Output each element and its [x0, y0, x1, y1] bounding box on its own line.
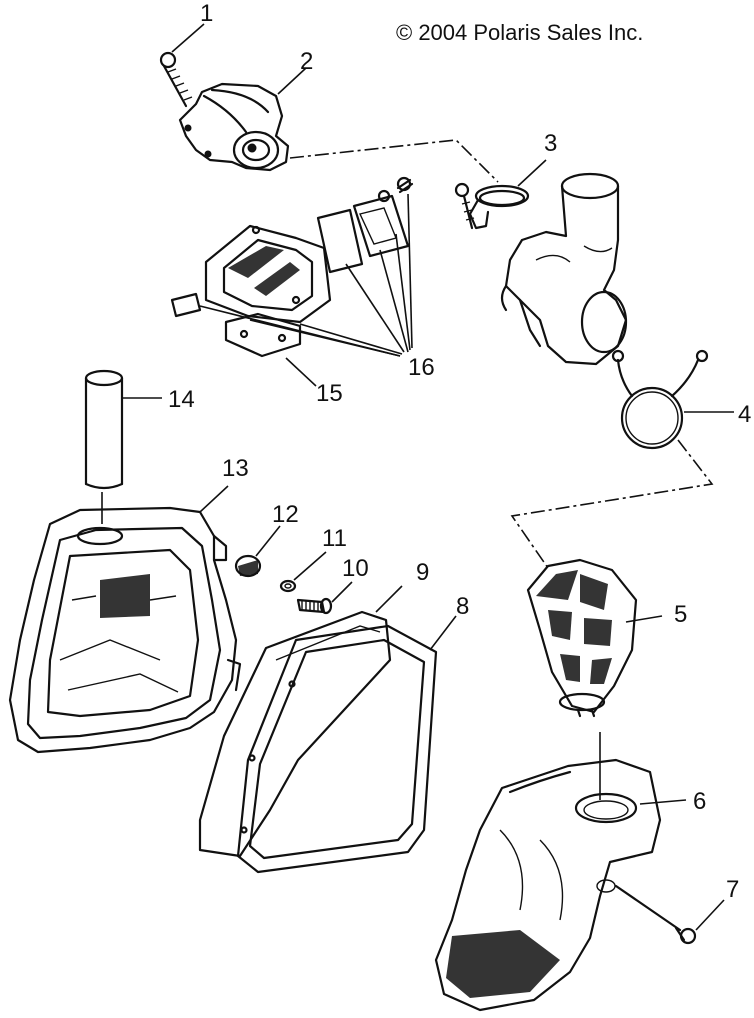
callout-7: 7 [726, 876, 740, 903]
connector-line-2-3 [289, 139, 499, 183]
callout-1: 1 [200, 0, 214, 27]
callout-4: 4 [738, 401, 752, 428]
part-7-screw [614, 884, 725, 945]
callout-6: 6 [693, 788, 707, 815]
callout-10: 10 [342, 555, 369, 582]
part-13-airbox-upper [8, 485, 242, 754]
part-12-grommet [234, 525, 281, 578]
callout-11: 11 [322, 525, 347, 552]
callout-3: 3 [544, 130, 558, 157]
callout-16: 16 [408, 354, 435, 381]
part-5-intake-boot [526, 558, 663, 718]
callout-2: 2 [300, 48, 314, 75]
airbox-adapter-elbow [500, 172, 628, 366]
copyright-notice: © 2004 Polaris Sales Inc. [396, 20, 644, 45]
callout-15: 15 [316, 380, 343, 407]
part-2-throttle-body [178, 67, 307, 172]
part-4-clamp-band [611, 349, 734, 450]
part-11-washer [279, 551, 327, 593]
part-10-screw [296, 581, 353, 615]
part-6-airbox-lower [434, 758, 687, 1012]
callout-9: 9 [416, 559, 430, 586]
part-1-screw [159, 23, 205, 108]
part-9-filter-panel [198, 585, 403, 858]
callout-8: 8 [456, 593, 470, 620]
part-15-reed-valve-gasket [204, 224, 332, 387]
callout-13: 13 [222, 455, 249, 482]
connector-line-4-5 [510, 439, 714, 569]
part-8-seal-gasket [236, 615, 457, 874]
callout-12: 12 [272, 501, 299, 528]
part-14-breather-tube [84, 369, 162, 524]
part-3-hose-clamp [454, 159, 547, 230]
callout-14: 14 [168, 386, 195, 413]
callout-5: 5 [674, 601, 688, 628]
